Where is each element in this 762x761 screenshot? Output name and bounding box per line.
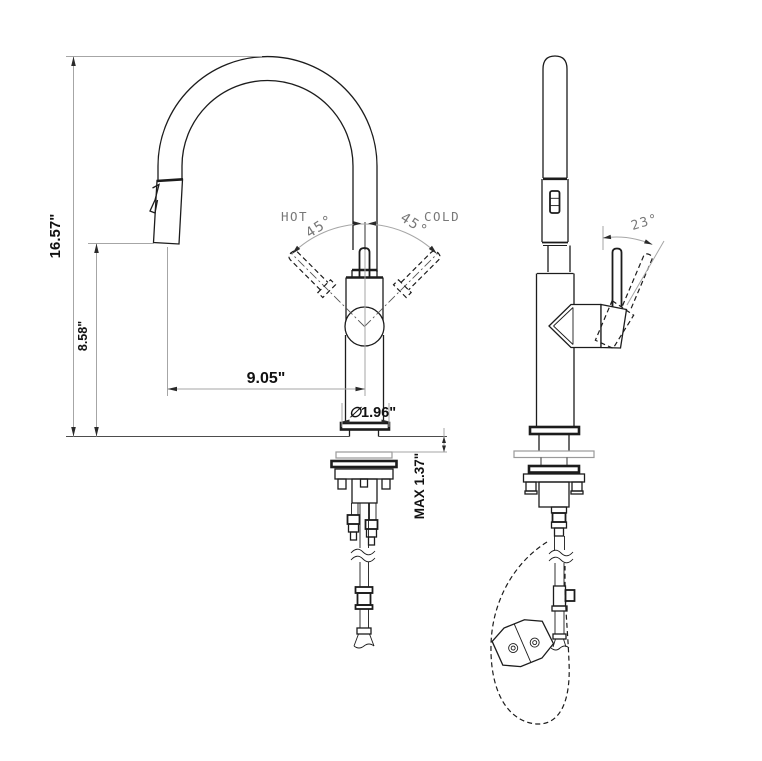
hose-break-front bbox=[350, 548, 376, 556]
valve-housing-side bbox=[538, 481, 570, 508]
side-angle-label: 23° bbox=[629, 211, 660, 234]
dim-outlet-height: 8.58" bbox=[76, 243, 154, 437]
dim-spout-reach: 9.05" bbox=[167, 247, 366, 396]
spout-inner-curve bbox=[181, 79, 354, 250]
dim-base-diameter: ∅ 1.96" bbox=[341, 403, 396, 427]
spout-outer-curve bbox=[157, 55, 378, 272]
dim-overall-height: 16.57" bbox=[47, 56, 262, 437]
dim-max-deck-thickness-label: MAX 1.37" bbox=[412, 453, 427, 519]
hose-loop-dashed bbox=[490, 541, 570, 725]
sprayer-wand-side bbox=[541, 179, 569, 246]
dim-outlet-height-label: 8.58" bbox=[76, 321, 90, 351]
hot-label: HOT bbox=[281, 209, 308, 224]
sprayer-buttons bbox=[549, 190, 561, 214]
handle-socket bbox=[600, 303, 628, 349]
dim-overall-height-label: 16.57" bbox=[47, 214, 64, 259]
hose-weight bbox=[491, 619, 555, 668]
mounting-hardware-front bbox=[330, 451, 398, 649]
sprayer-wand bbox=[149, 178, 184, 245]
mounting-hardware-side bbox=[490, 425, 595, 725]
dim-spout-reach-label: 9.05" bbox=[247, 370, 286, 387]
dim-base-diameter-label: 1.96" bbox=[361, 405, 396, 421]
tee-fitting bbox=[564, 589, 576, 602]
swing-arc bbox=[291, 223, 438, 255]
dim-base-diameter-symbol: ∅ bbox=[349, 404, 363, 420]
handle-side bbox=[611, 247, 623, 307]
hose-break-side bbox=[548, 549, 574, 557]
front-view: HOT COLD 45° 45° bbox=[149, 55, 460, 649]
valve-housing-front bbox=[351, 478, 378, 504]
handle-ghost-hot bbox=[288, 250, 337, 299]
base-flange-front bbox=[339, 421, 391, 437]
dim-max-deck-thickness: MAX 1.37" bbox=[412, 428, 446, 519]
spout-side bbox=[542, 55, 568, 178]
handle-ghost-cold bbox=[392, 250, 441, 299]
side-view: 23° bbox=[490, 55, 665, 725]
handle-joint-side bbox=[548, 247, 628, 349]
cold-label: COLD bbox=[424, 209, 460, 224]
sprayer-clip bbox=[149, 183, 161, 214]
